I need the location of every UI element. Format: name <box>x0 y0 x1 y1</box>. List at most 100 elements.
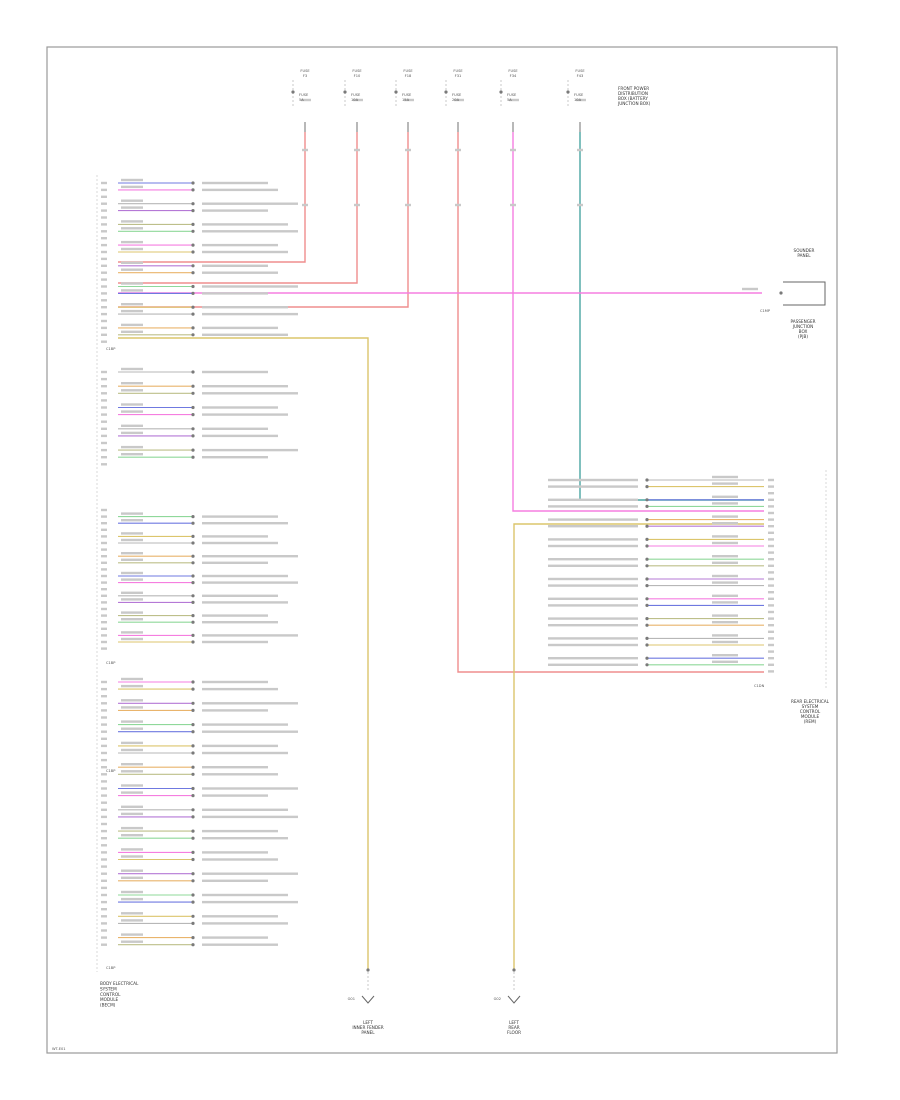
wire-code-mark <box>302 203 308 207</box>
circuit-label-mark <box>202 922 288 925</box>
circuit-label-mark <box>202 837 288 840</box>
wire-ground-g01 <box>118 337 369 970</box>
circuit-label-mark <box>202 634 298 637</box>
wire-color-mark <box>121 185 143 189</box>
fuse-terminal <box>566 90 570 94</box>
pin-number-mark <box>101 456 107 459</box>
pin-number-mark <box>101 508 107 512</box>
splice-dot <box>191 264 195 268</box>
circuit-label-mark <box>202 385 288 388</box>
pin-number-mark <box>768 597 774 600</box>
splice-dot <box>191 751 195 755</box>
fuse-rating: FUSE <box>452 93 462 97</box>
splice-dot <box>191 202 195 206</box>
pin-number-mark <box>101 441 107 445</box>
circuit-label-mark <box>202 413 288 416</box>
pin-number-mark <box>101 702 107 705</box>
circuit-label-mark <box>202 306 288 309</box>
pin-number-mark <box>101 640 107 644</box>
splice-dot <box>191 243 195 247</box>
splice-dot <box>645 577 649 581</box>
right-module-name: MODULE <box>801 714 820 719</box>
fuse-label-mark <box>454 98 464 102</box>
pin-number-mark <box>101 744 107 748</box>
circuit-label-mark <box>202 581 298 584</box>
ground-terminal <box>366 968 370 972</box>
wire-color-mark <box>712 660 738 663</box>
circuit-label-mark <box>548 637 638 640</box>
wire-color-mark <box>121 890 143 894</box>
circuit-label-mark <box>202 687 278 691</box>
pin-number-mark <box>101 541 107 545</box>
left-module-name: (BECM) <box>100 1003 116 1008</box>
pin-number-mark <box>101 837 107 840</box>
splice-dot <box>191 640 195 644</box>
wire-color-mark <box>121 247 143 251</box>
pin-number-mark <box>101 377 107 381</box>
circuit-label-mark <box>548 657 638 660</box>
pin-number-mark <box>101 420 107 423</box>
circuit-label-mark <box>202 326 278 330</box>
wire-color-mark <box>121 826 143 830</box>
pin-number-mark <box>768 657 774 660</box>
splice-dot <box>645 537 649 542</box>
circuit-label-mark <box>202 794 268 797</box>
circuit-label-mark <box>202 188 278 192</box>
wire-color-mark <box>121 431 143 435</box>
wire-color-mark <box>121 558 143 561</box>
fuse-box-name: BOX (BATTERY <box>618 96 648 101</box>
circuit-label-mark <box>548 617 638 620</box>
fuse-id: FUSE <box>352 69 362 73</box>
circuit-label-mark <box>202 766 268 769</box>
wire-color-mark <box>121 727 143 730</box>
fuse-rating: FUSE <box>574 93 584 97</box>
connector-code: C1MP <box>760 309 771 313</box>
wire-color-mark <box>121 323 143 327</box>
circuit-label-mark <box>202 555 298 558</box>
wire-code-mark <box>354 203 360 207</box>
splice-dot <box>191 229 195 233</box>
pin-number-mark <box>101 787 107 790</box>
ground-tag: G02 <box>494 997 501 1001</box>
connector-code: C1BP <box>106 661 116 665</box>
fuse-rating: 5A <box>507 98 512 102</box>
wire-color-mark <box>121 178 143 182</box>
splice-dot <box>645 623 649 627</box>
wire-color-mark <box>121 199 143 202</box>
left-module-name: SYSTEM <box>100 986 117 991</box>
circuit-label-mark <box>202 858 278 861</box>
wire-color-mark <box>121 571 143 575</box>
pin-number-mark <box>101 216 107 219</box>
circuit-label-mark <box>202 223 288 226</box>
pin-number-mark <box>101 340 107 343</box>
right-module-name: REAR ELECTRICAL <box>791 699 830 704</box>
wire-color-mark <box>712 561 738 564</box>
splice-dot <box>191 405 195 410</box>
pjb-name: (PJB) <box>798 334 808 339</box>
circuit-label-mark <box>548 604 638 607</box>
wire-color-mark <box>121 812 143 816</box>
diagram-frame <box>46 46 838 1054</box>
pin-number-mark <box>101 709 107 712</box>
pin-number-mark <box>101 879 107 882</box>
wire-color-mark <box>121 784 143 787</box>
splice-dot <box>191 413 195 417</box>
splice-dot <box>191 794 195 798</box>
ground-symbol <box>361 995 375 1004</box>
pin-number-mark <box>101 463 107 466</box>
ground-name: PANEL <box>361 1030 375 1035</box>
circuit-label-mark <box>202 202 298 205</box>
wire-color-mark <box>712 594 738 597</box>
wire-color-mark <box>121 206 143 209</box>
fuse-rating: FUSE <box>299 93 309 97</box>
wire-fuse-f10 <box>118 132 358 284</box>
splice-dot <box>191 786 195 791</box>
wire-color-mark <box>121 933 143 936</box>
wire-fuse-f43 <box>579 132 764 501</box>
pin-number-mark <box>768 617 774 620</box>
splice-dot <box>191 581 195 585</box>
wire-code-mark <box>405 203 411 207</box>
wire-code-mark <box>455 148 461 152</box>
pin-number-mark <box>768 591 774 594</box>
circuit-label-mark <box>548 643 638 647</box>
